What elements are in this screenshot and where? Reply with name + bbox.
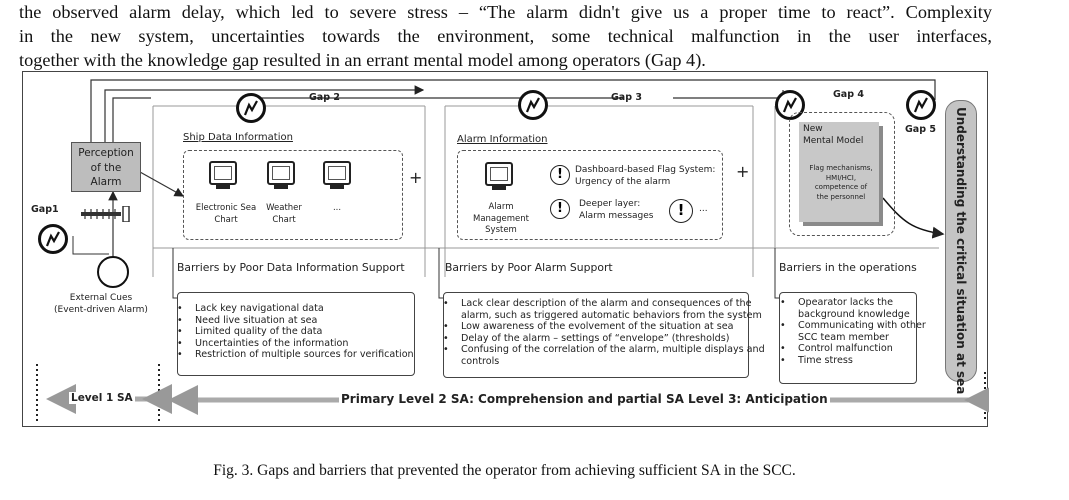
monitor-icon-2 (267, 161, 295, 185)
monitor-base-2 (274, 185, 288, 189)
flag-system-text: Dashboard-based Flag System: Urgency of … (575, 164, 715, 188)
barrier-alarm-item: Low awareness of the evolvement of the s… (443, 321, 771, 333)
barrier-data-item: Limited quality of the data (177, 326, 431, 338)
plus-sign-1: + (409, 168, 423, 187)
gap-1-label: Gap1 (31, 204, 59, 215)
barrier-operations-title: Barriers in the operations (779, 261, 917, 274)
monitor-base-3 (330, 185, 344, 189)
barrier-data-list: Lack key navigational data Need live sit… (173, 303, 431, 361)
perception-box: Perception of the Alarm (71, 142, 141, 192)
ams-monitor-icon (485, 162, 513, 186)
filter-icon (81, 205, 131, 223)
barrier-data-item: Lack key navigational data (177, 303, 431, 315)
gap-5-alarm-icon (906, 90, 936, 120)
barrier-operations-item: Control malfunction (780, 343, 938, 355)
ship-item-3: ... (332, 203, 342, 213)
paragraph-line-3: together with the knowledge gap resulted… (19, 50, 706, 70)
barrier-alarm-item: Delay of the alarm – settings of “envelo… (443, 333, 771, 345)
paragraph-line-1: the observed alarm delay, which led to s… (19, 2, 992, 22)
deeper-layer-line-2: Alarm messages (579, 211, 654, 221)
perception-label: Perception of the Alarm (78, 147, 134, 188)
monitor-base-1 (216, 185, 230, 189)
ship-data-box (183, 150, 403, 240)
figure-3: Gap 2 Gap 3 Gap 4 Gap 5 Gap1 Perception … (22, 71, 989, 427)
barrier-alarm-title: Barriers by Poor Alarm Support (445, 261, 613, 274)
barrier-data-item: Restriction of multiple sources for veri… (177, 349, 431, 361)
figure-caption: Fig. 3. Gaps and barriers that prevented… (213, 462, 796, 479)
barrier-data-item: Uncertainties of the information (177, 338, 431, 350)
barrier-data-title: Barriers by Poor Data Information Suppor… (177, 261, 405, 274)
gap-2-alarm-icon (236, 93, 266, 123)
alarm-info-title: Alarm Information (457, 134, 548, 145)
gap-3-alarm-icon (518, 90, 548, 120)
deeper-warning-icon: ! (550, 199, 570, 219)
gap-4-label: Gap 4 (833, 89, 864, 100)
understanding-bar: Understanding the critical situation at … (945, 100, 977, 395)
gap-5-label: Gap 5 (905, 124, 936, 135)
deeper-layer-line-1: Deeper layer: (579, 199, 641, 209)
paragraph-line-2: in the new system, uncertainties towards… (19, 26, 992, 46)
monitor-icon-1 (209, 161, 237, 185)
understanding-label: Understanding the critical situation at … (954, 107, 968, 395)
body-paragraph: the observed alarm delay, which led to s… (19, 0, 992, 72)
external-cues-line-1: External Cues (69, 293, 133, 303)
level-1-label: Level 1 SA (69, 392, 135, 404)
ship-item-2: Weather Chart (266, 203, 302, 225)
barrier-alarm-item: Lack clear description of the alarm and … (443, 298, 771, 321)
flag-system-line-2: Urgency of the alarm (575, 177, 671, 187)
alarm-ellipsis: ... (699, 204, 708, 214)
barrier-data-item: Need live situation at sea (177, 315, 431, 327)
ams-monitor-base (492, 186, 506, 190)
gap-2-label: Gap 2 (309, 92, 340, 103)
monitor-icon-3 (323, 161, 351, 185)
plus-sign-2: + (736, 162, 750, 181)
extra-warning-icon: ! (669, 199, 693, 223)
mental-model-title-line-1: New (803, 124, 823, 134)
level-2-label: Primary Level 2 SA: Comprehension and pa… (339, 392, 830, 406)
flag-system-line-1: Dashboard-based Flag System: (575, 165, 716, 175)
gap-1-alarm-icon (38, 224, 68, 254)
ship-item-1: Electronic Sea Chart (195, 203, 257, 225)
flag-warning-icon: ! (550, 165, 570, 185)
barrier-operations-item: Time stress (780, 355, 938, 367)
barrier-operations-item: Opearator lacks the background knowledge (780, 297, 938, 320)
external-cues-label: External Cues (Event-driven Alarm) (41, 292, 161, 316)
mental-model-title-line-2: Mental Model (803, 135, 864, 146)
deeper-layer-text: Deeper layer: Alarm messages (579, 198, 653, 222)
mental-model-block (799, 122, 879, 222)
barrier-alarm-list: Lack clear description of the alarm and … (439, 298, 771, 367)
alarm-info-box (457, 150, 723, 240)
mental-model-body: Flag mechanisms, HMI/HCI, competence of … (809, 164, 873, 201)
barrier-operations-list: Opearator lacks the background knowledge… (776, 297, 938, 366)
barrier-operations-item: Communicating with other SCC team member (780, 320, 938, 343)
gap-3-label: Gap 3 (611, 92, 642, 103)
barrier-alarm-item: Confusing of the correlation of the alar… (443, 344, 771, 367)
external-cues-line-2: (Event-driven Alarm) (54, 305, 148, 315)
ship-data-title: Ship Data Information (183, 132, 293, 143)
ams-label: Alarm Management System (473, 202, 529, 235)
external-cue-circle (97, 256, 129, 288)
mental-model-title: New Mental Model (803, 124, 863, 147)
mental-model-box (789, 112, 895, 236)
